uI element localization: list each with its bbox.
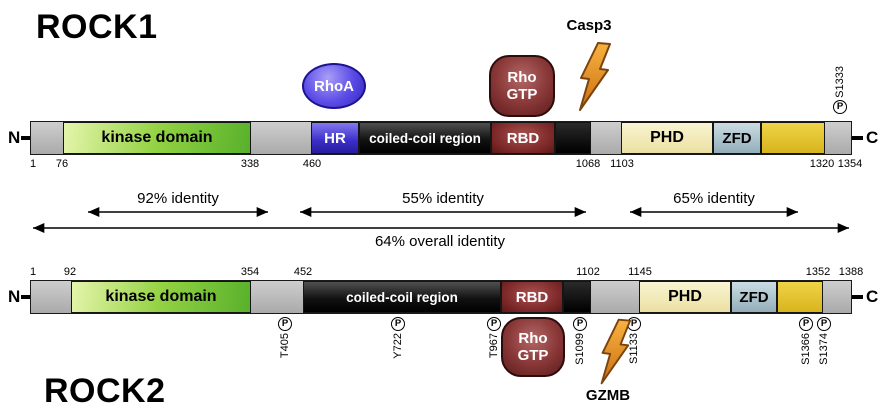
- rock2-rbd-domain: RBD: [501, 281, 563, 313]
- phospho-p-icon: P: [817, 317, 831, 331]
- rock1-rho-gtp-line2: GTP: [506, 86, 538, 103]
- rock2-pos-1352: 1352: [805, 266, 831, 278]
- rock1-pos-1: 1: [29, 158, 37, 170]
- rock1-n-connector: [21, 136, 32, 140]
- rock2-phospho-label-t405: T405: [279, 333, 291, 359]
- rock2-rho-gtp-badge: Rho GTP: [501, 317, 565, 377]
- identity-coiled-coil-text: 55% identity: [402, 190, 484, 207]
- rock2-kinase-domain: kinase domain: [71, 281, 251, 313]
- rock2-phospho-label-s1374: S1374: [818, 333, 830, 365]
- gzmb-lightning-bolt-icon: [600, 318, 632, 385]
- rock1-kinase-domain: kinase domain: [63, 122, 251, 154]
- rock1-hr-domain: HR: [311, 122, 359, 154]
- gzmb-label: GZMB: [585, 387, 631, 404]
- rock2-rho-gtp-line2: GTP: [517, 347, 549, 364]
- identity-cterm-text: 65% identity: [673, 190, 755, 207]
- rock1-c-connector: [852, 136, 863, 140]
- rock2-phospho-site-s1099: P S1099: [567, 317, 593, 365]
- rock1-coiled-coil-tail: [555, 122, 591, 154]
- rock1-rho-gtp-badge: Rho GTP: [489, 55, 555, 117]
- rock1-protein-bar: kinase domain HR coiled-coil region RBD …: [30, 121, 852, 155]
- rock1-rbd-domain: RBD: [491, 122, 555, 154]
- rock2-pos-354: 354: [240, 266, 260, 278]
- rock1-pos-1068: 1068: [575, 158, 601, 170]
- rock1-n-terminus-label: N: [8, 128, 21, 147]
- identity-arrows: [33, 206, 849, 234]
- casp3-lightning-bolt-icon: [579, 42, 611, 111]
- rock2-coiled-coil-tail: [563, 281, 591, 313]
- rock2-phospho-label-y722: Y722: [392, 333, 404, 359]
- rock1-phospho-site-label: S1333: [834, 66, 846, 98]
- rock1-zfd-domain: ZFD: [713, 122, 761, 154]
- casp3-label: Casp3: [566, 17, 612, 34]
- rock2-phospho-site-y722: P Y722: [385, 317, 411, 359]
- rock1-rho-gtp-line1: Rho: [507, 68, 537, 86]
- rock1-cterm-yellow-segment: [761, 122, 825, 154]
- rock2-phospho-label-t967: T967: [488, 333, 500, 359]
- rock1-pos-1103: 1103: [610, 158, 634, 170]
- rock2-zfd-domain: ZFD: [731, 281, 777, 313]
- rock1-coiled-coil-region: coiled-coil region: [359, 122, 491, 154]
- rock1-pos-76: 76: [55, 158, 69, 170]
- rock2-n-connector: [21, 295, 32, 299]
- rock2-phospho-site-t405: P T405: [272, 317, 298, 358]
- rock2-cterm-yellow-segment: [777, 281, 823, 313]
- phospho-p-icon: P: [487, 317, 501, 331]
- rock2-c-connector: [852, 295, 863, 299]
- rock2-pos-1388: 1388: [838, 266, 864, 278]
- identity-overall-text: 64% overall identity: [374, 233, 506, 250]
- rock2-phd-domain: PHD: [639, 281, 731, 313]
- rock2-title: ROCK2: [44, 372, 166, 410]
- rock2-c-terminus-label: C: [866, 287, 879, 306]
- phospho-p-icon: P: [799, 317, 813, 331]
- rhoa-binding-ellipse: RhoA: [302, 63, 366, 109]
- phospho-p-icon: P: [573, 317, 587, 331]
- rock2-pos-452: 452: [293, 266, 313, 278]
- rock2-phospho-label-s1099: S1099: [574, 333, 586, 365]
- rock1-phospho-site-s1333: S1333 P: [827, 66, 853, 114]
- rock2-coiled-coil-region: coiled-coil region: [303, 281, 501, 313]
- identity-kinase-text: 92% identity: [137, 190, 219, 207]
- rock1-title: ROCK1: [36, 8, 158, 46]
- rock2-phospho-site-t967: P T967: [481, 317, 507, 358]
- rock1-pos-1354: 1354: [837, 158, 863, 170]
- rock1-pos-460: 460: [302, 158, 322, 170]
- rock2-n-terminus-label: N: [8, 287, 21, 306]
- rock1-phd-domain: PHD: [621, 122, 713, 154]
- rock2-pos-1102: 1102: [576, 266, 600, 278]
- phospho-p-icon: P: [833, 99, 847, 114]
- rock2-protein-bar: kinase domain coiled-coil region RBD PHD…: [30, 280, 852, 314]
- rock1-pos-1320: 1320: [809, 158, 835, 170]
- phospho-p-icon: P: [391, 317, 405, 331]
- rock2-pos-1: 1: [29, 266, 37, 278]
- phospho-p-icon: P: [278, 317, 292, 331]
- rock2-phospho-site-s1374: P S1374: [811, 317, 837, 365]
- rock2-pos-92: 92: [63, 266, 77, 278]
- rock1-c-terminus-label: C: [866, 128, 879, 147]
- rock1-pos-338: 338: [240, 158, 260, 170]
- rock2-rho-gtp-line1: Rho: [518, 329, 548, 347]
- rock2-phospho-site-s1366: P S1366: [793, 317, 819, 365]
- rock2-pos-1145: 1145: [628, 266, 652, 278]
